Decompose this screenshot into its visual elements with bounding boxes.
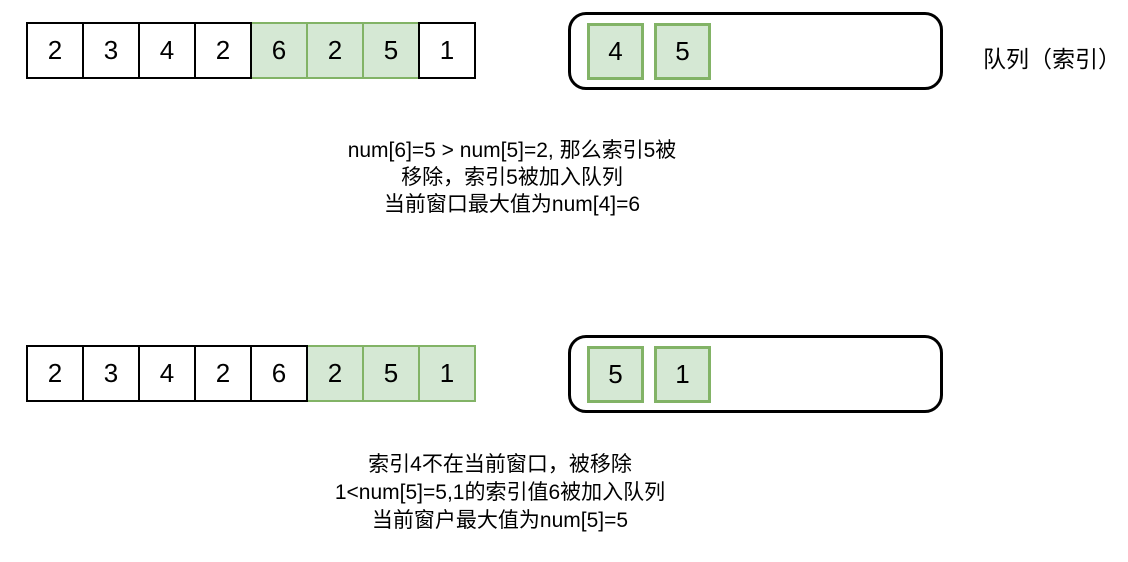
array-cell-window: 6 bbox=[250, 22, 308, 79]
array-cell-window: 5 bbox=[362, 22, 420, 79]
array-cell: 2 bbox=[26, 22, 84, 79]
caption-line: num[6]=5 > num[5]=2, 那么索引5被 bbox=[347, 139, 677, 162]
caption-step2: 索引4不在当前窗口，被移除 1<num[5]=5,1的索引值6被加入队列 当前窗… bbox=[240, 451, 760, 535]
queue-box-step2: 5 1 bbox=[568, 335, 943, 413]
array-cell: 4 bbox=[138, 345, 196, 402]
queue-label: 队列（索引） bbox=[983, 46, 1121, 72]
queue-cell: 1 bbox=[654, 346, 711, 403]
array-cell: 2 bbox=[194, 345, 252, 402]
caption-line: 当前窗户最大值为num[5]=5 bbox=[371, 509, 629, 532]
array-cell: 3 bbox=[82, 345, 140, 402]
array-cell-window: 2 bbox=[306, 345, 364, 402]
array-row-step1: 2 3 4 2 6 2 5 1 bbox=[26, 22, 476, 79]
array-cell: 4 bbox=[138, 22, 196, 79]
caption-step1: num[6]=5 > num[5]=2, 那么索引5被 移除，索引5被加入队列 … bbox=[252, 137, 772, 218]
caption-line: 移除，索引5被加入队列 bbox=[401, 166, 623, 189]
queue-cell: 5 bbox=[587, 346, 644, 403]
array-cell: 1 bbox=[418, 22, 476, 79]
array-cell: 3 bbox=[82, 22, 140, 79]
array-cell: 2 bbox=[26, 345, 84, 402]
caption-line: 1<num[5]=5,1的索引值6被加入队列 bbox=[334, 481, 666, 504]
queue-cell: 5 bbox=[654, 23, 711, 80]
caption-line: 索引4不在当前窗口，被移除 bbox=[368, 453, 632, 476]
array-row-step2: 2 3 4 2 6 2 5 1 bbox=[26, 345, 476, 402]
queue-cell: 4 bbox=[587, 23, 644, 80]
array-cell-window: 5 bbox=[362, 345, 420, 402]
array-cell: 6 bbox=[250, 345, 308, 402]
array-cell-window: 2 bbox=[306, 22, 364, 79]
queue-box-step1: 4 5 bbox=[568, 12, 943, 90]
caption-line: 当前窗口最大值为num[4]=6 bbox=[383, 193, 641, 216]
array-cell-window: 1 bbox=[418, 345, 476, 402]
array-cell: 2 bbox=[194, 22, 252, 79]
